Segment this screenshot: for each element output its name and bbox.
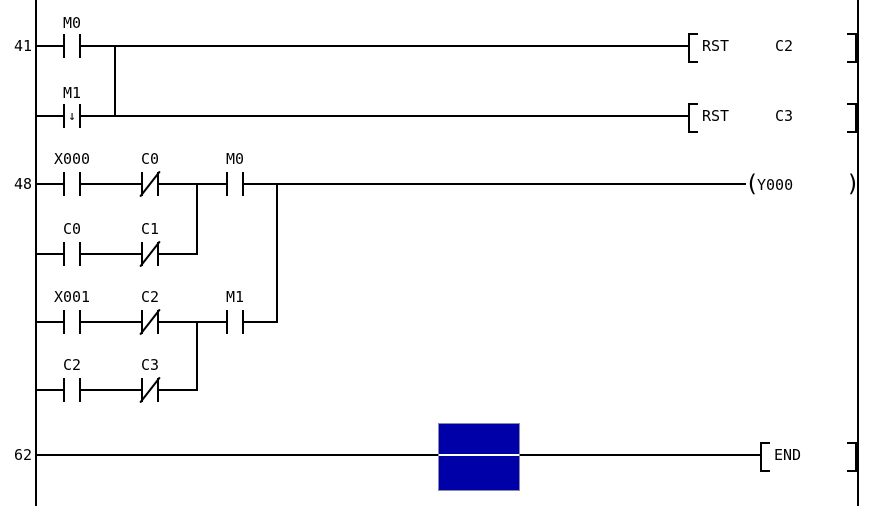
contact-bar (141, 310, 143, 334)
contact-bar (141, 378, 143, 402)
left-power-rail (35, 0, 37, 506)
nc-contact-c1[interactable] (141, 242, 159, 266)
instruction-right-bracket (847, 33, 857, 63)
contact-bar (141, 242, 143, 266)
step-number-48: 48 (13, 175, 32, 193)
contact-bar (226, 310, 228, 334)
rst-c2-opcode[interactable]: RST (702, 37, 730, 55)
contact-bar (141, 172, 143, 196)
rung48-parallel3-wire (37, 389, 198, 391)
rung62-wire (37, 454, 760, 456)
rung41-wire (37, 45, 688, 47)
device-label-x000: X000 (53, 150, 91, 168)
instruction-left-bracket (688, 33, 698, 63)
contact-bar (63, 310, 65, 334)
device-label-c0-nc: C0 (140, 150, 160, 168)
rung41-branch-wire (37, 115, 688, 117)
rst-c3-operand[interactable]: C3 (775, 107, 794, 125)
branch-connector-c2c3 (196, 321, 198, 391)
contact-bar (63, 34, 65, 58)
rst-c2-operand[interactable]: C2 (775, 37, 794, 55)
no-contact-x001[interactable] (63, 310, 81, 334)
contact-bar (63, 172, 65, 196)
branch-connector-rung41 (114, 45, 116, 117)
contact-bar (79, 378, 81, 402)
instruction-right-bracket (847, 103, 857, 133)
end-opcode[interactable]: END (774, 446, 802, 464)
rung48-wire (37, 183, 746, 185)
edit-cursor[interactable] (438, 423, 520, 491)
contact-bar (79, 242, 81, 266)
device-label-c1-nc: C1 (140, 220, 160, 238)
instruction-right-bracket (847, 442, 857, 472)
instruction-left-bracket (688, 103, 698, 133)
instruction-left-bracket (760, 442, 770, 472)
contact-bar (79, 172, 81, 196)
falling-edge-contact-m1[interactable]: ↓ (63, 104, 81, 128)
coil-open-paren: ( (745, 171, 759, 197)
contact-bar (79, 34, 81, 58)
device-label-m1: M1 (62, 84, 82, 102)
no-contact-m1-rung48[interactable] (226, 310, 244, 334)
contact-bar (79, 310, 81, 334)
contact-bar (157, 242, 159, 266)
device-label-c3-nc: C3 (140, 356, 160, 374)
falling-edge-arrow-icon: ↓ (68, 108, 76, 124)
contact-bar (157, 378, 159, 402)
contact-bar (157, 310, 159, 334)
contact-bar (226, 172, 228, 196)
coil-close-paren: ) (846, 171, 860, 197)
contact-bar (242, 310, 244, 334)
nc-contact-c0[interactable] (141, 172, 159, 196)
no-contact-m0-rung41[interactable] (63, 34, 81, 58)
nc-contact-c3[interactable] (141, 378, 159, 402)
contact-bar (63, 378, 65, 402)
device-label-m0-2: M0 (225, 150, 245, 168)
no-contact-c2[interactable] (63, 378, 81, 402)
rst-c3-opcode[interactable]: RST (702, 107, 730, 125)
branch-connector-m0m1 (276, 183, 278, 323)
device-label-c0: C0 (62, 220, 82, 238)
contact-bar (63, 242, 65, 266)
step-number-62: 62 (13, 446, 32, 464)
step-number-41: 41 (13, 37, 32, 55)
right-power-rail (857, 0, 859, 506)
nc-contact-c2[interactable] (141, 310, 159, 334)
device-label-m1-2: M1 (225, 288, 245, 306)
no-contact-c0[interactable] (63, 242, 81, 266)
coil-y000-device[interactable]: Y000 (757, 176, 794, 194)
no-contact-x000[interactable] (63, 172, 81, 196)
rung48-parallel1-wire (37, 253, 198, 255)
contact-bar (242, 172, 244, 196)
device-label-c2-nc: C2 (140, 288, 160, 306)
contact-bar (157, 172, 159, 196)
no-contact-m0-rung48[interactable] (226, 172, 244, 196)
cursor-wire-overlay (439, 454, 519, 456)
device-label-c2: C2 (62, 356, 82, 374)
device-label-x001: X001 (53, 288, 91, 306)
device-label-m0: M0 (62, 14, 82, 32)
contact-bar (79, 104, 81, 128)
contact-bar (63, 104, 65, 128)
branch-connector-c0c1 (196, 183, 198, 255)
